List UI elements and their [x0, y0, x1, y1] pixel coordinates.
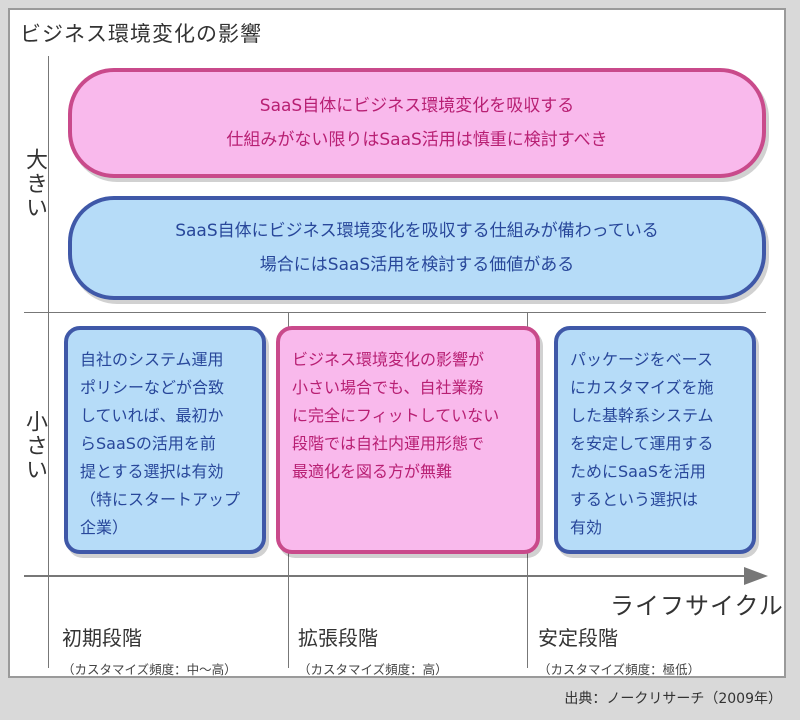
- box-text-line: （特にスタートアップ: [80, 490, 241, 509]
- stage-stable: 安定段階 （カスタマイズ頻度：極低）: [538, 622, 700, 678]
- stage-initial: 初期段階 （カスタマイズ頻度：中〜高）: [62, 622, 237, 678]
- box-text-line: SaaS自体にビジネス環境変化を吸収する: [259, 96, 575, 116]
- box-text-line: に完全にフィットしていない: [292, 406, 500, 425]
- impact-divider-line: [24, 312, 766, 313]
- box-text-line: 段階では自社内運用形態で: [292, 434, 485, 453]
- box-text-line: 企業）: [80, 518, 129, 537]
- stage-name: 拡張段階: [298, 626, 378, 650]
- y-axis-line: [48, 56, 49, 668]
- box-text-line: するという選択は: [570, 490, 699, 509]
- box-text-line: 最適化を図る方が無難: [292, 462, 453, 481]
- box-text-line: ためにSaaSを活用: [570, 462, 706, 481]
- diagram-title: ビジネス環境変化の影響: [20, 22, 262, 46]
- box-text-line: していれば、最初か: [80, 406, 224, 425]
- stage-customization-frequency: （カスタマイズ頻度：極低）: [538, 662, 701, 677]
- box-text-line: 提とする選択は有効: [80, 462, 224, 481]
- x-axis-line: [24, 575, 746, 577]
- box-text-line: 場合にはSaaS活用を検討する価値がある: [259, 255, 575, 275]
- stable-stage-box: パッケージをベース にカスタマイズを施 した基幹系システム を安定して運用する …: [554, 326, 756, 554]
- high-impact-recommend-box: SaaS自体にビジネス環境変化を吸収する仕組みが備わっている 場合にはSaaS活…: [68, 196, 766, 300]
- y-axis-label-low: 小さい: [22, 410, 47, 482]
- expansion-stage-box: ビジネス環境変化の影響が 小さい場合でも、自社業務 に完全にフィットしていない …: [276, 326, 540, 554]
- stage-customization-frequency: （カスタマイズ頻度：中〜高）: [62, 662, 237, 677]
- y-axis-label-high: 大きい: [22, 148, 47, 220]
- box-text-line: した基幹系システム: [570, 406, 714, 425]
- stage-expansion: 拡張段階 （カスタマイズ頻度：高）: [298, 622, 448, 678]
- stage-name: 初期段階: [62, 626, 142, 650]
- x-axis-arrow-icon: [744, 567, 768, 585]
- box-text-line: にカスタマイズを施: [570, 378, 714, 397]
- source-citation: 出典：ノークリサーチ（2009年）: [564, 691, 782, 707]
- box-text-line: を安定して運用する: [570, 434, 714, 453]
- x-axis-label: ライフサイクル: [610, 592, 784, 620]
- box-text-line: 自社のシステム運用: [80, 350, 224, 369]
- box-text-line: 有効: [570, 518, 603, 537]
- box-text-line: 小さい場合でも、自社業務: [292, 378, 484, 397]
- stage-customization-frequency: （カスタマイズ頻度：高）: [298, 662, 448, 677]
- box-text-line: 仕組みがない限りはSaaS活用は慎重に検討すべき: [226, 130, 608, 150]
- box-text-line: SaaS自体にビジネス環境変化を吸収する仕組みが備わっている: [175, 221, 659, 241]
- box-text-line: パッケージをベース: [570, 350, 713, 369]
- box-text-line: ビジネス環境変化の影響が: [292, 350, 485, 369]
- stage-name: 安定段階: [538, 626, 618, 650]
- box-text-line: らSaaSの活用を前: [80, 434, 216, 453]
- box-text-line: ポリシーなどが合致: [80, 378, 225, 397]
- initial-stage-box: 自社のシステム運用 ポリシーなどが合致 していれば、最初か らSaaSの活用を前…: [64, 326, 266, 554]
- high-impact-caution-box: SaaS自体にビジネス環境変化を吸収する 仕組みがない限りはSaaS活用は慎重に…: [68, 68, 766, 178]
